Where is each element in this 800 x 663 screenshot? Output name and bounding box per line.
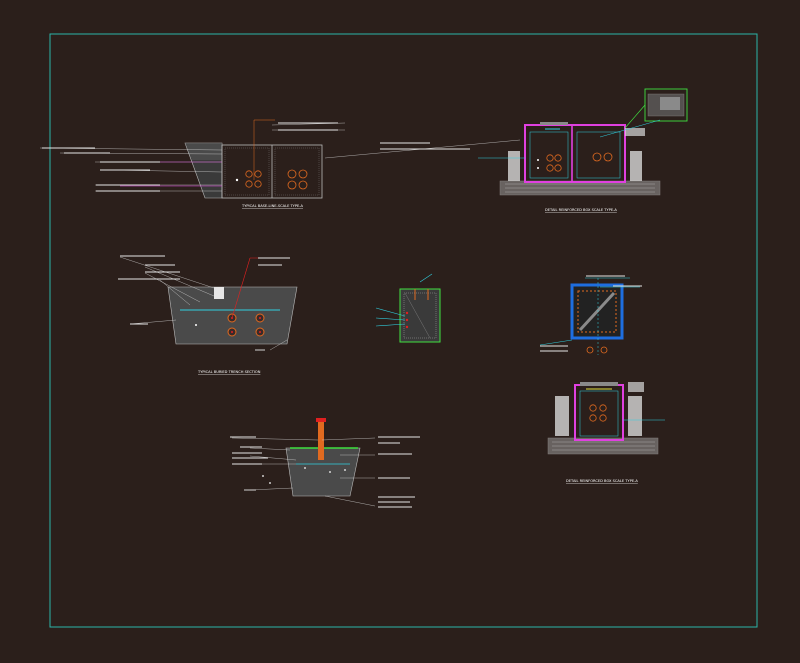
view-cable-trench-section: DETAIL REINFORCED BOX SCALE TYPE-A — [478, 88, 688, 212]
view-title-duct-bank: TYPICAL BURIED TRENCH SECTION — [197, 370, 261, 374]
view-plan-box — [539, 275, 642, 355]
view-pull-box-section: TYPICAL BASE-LINE-SCALE TYPE-A — [39, 119, 521, 208]
view-title-cable-trench: DETAIL REINFORCED BOX SCALE TYPE-A — [545, 208, 617, 212]
view-hand-hole — [230, 418, 420, 508]
view-title-reinforced-box: DETAIL REINFORCED BOX SCALE TYPE-A — [566, 479, 638, 483]
view-title-pull-box: TYPICAL BASE-LINE-SCALE TYPE-A — [241, 204, 304, 208]
view-reinforced-box-section: DETAIL REINFORCED BOX SCALE TYPE-A — [547, 382, 665, 483]
sheet-border — [49, 33, 758, 628]
view-duct-bank-section: TYPICAL BURIED TRENCH SECTION — [118, 255, 298, 374]
view-small-pit — [375, 273, 441, 343]
